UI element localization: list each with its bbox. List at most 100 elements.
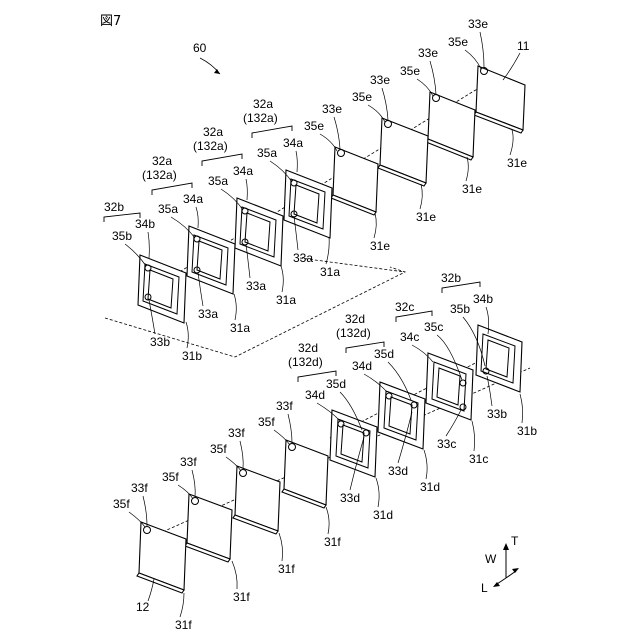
d1-paren: (132d) — [288, 355, 323, 369]
a1-paren: (132a) — [142, 168, 177, 182]
leader-e4-a — [480, 32, 484, 67]
a1-top: 32a — [152, 154, 172, 168]
f4-c: 31f — [278, 562, 295, 576]
leader-a3-l2 — [296, 151, 297, 172]
f1-a: 33f — [131, 481, 148, 495]
e1-a: 33e — [322, 102, 342, 116]
assembly-ref: 60 — [193, 41, 207, 55]
sheet-f-5 — [282, 440, 328, 508]
e3-b: 35e — [400, 64, 420, 78]
leader-e1-a — [334, 117, 340, 149]
leader-12 — [148, 579, 154, 601]
sheet-f-4 — [233, 466, 280, 534]
btop-l1: 35b — [112, 229, 132, 243]
a3-l1: 35a — [257, 146, 277, 160]
sheet-11 — [474, 66, 525, 133]
leader-btop-b2 — [186, 322, 188, 348]
ref-12: 12 — [136, 600, 150, 614]
a1-l1: 35a — [158, 202, 178, 216]
c-b2: 31c — [469, 452, 488, 466]
coil-layer-a-1 — [187, 226, 235, 294]
c-top: 32c — [395, 300, 414, 314]
bbot-b2: 31b — [517, 424, 537, 438]
d1-b2: 31d — [373, 508, 393, 522]
sheet-e-2 — [378, 118, 428, 186]
leader-f3-a — [192, 470, 195, 497]
a2-b2: 31a — [276, 293, 296, 307]
f5-c: 31f — [324, 535, 341, 549]
e1-c: 31e — [370, 239, 390, 253]
bbot-b1: 33b — [487, 407, 507, 421]
e4-b: 35e — [448, 35, 468, 49]
f3-a: 33f — [180, 455, 197, 469]
a2-l2: 34a — [233, 164, 253, 178]
coil-layer-d-1 — [330, 410, 377, 477]
leader-a2-l2 — [246, 179, 247, 200]
btop-l2: 34b — [135, 217, 155, 231]
a3-paren: (132a) — [243, 111, 278, 125]
a2-top: 32a — [203, 125, 223, 139]
assembly-arrowhead — [214, 69, 220, 74]
leader-f1-c — [180, 593, 184, 617]
c-b1: 33c — [437, 437, 456, 451]
sheet-12 — [137, 522, 186, 593]
figure-label: 図7 — [100, 14, 121, 29]
btop-b1: 33b — [150, 335, 170, 349]
d1-l2: 34d — [305, 388, 325, 402]
leader-btop-l2 — [148, 232, 149, 258]
leader-d2-b2 — [424, 450, 427, 479]
leader-f5-a — [288, 414, 292, 443]
e4-c: 31e — [507, 156, 527, 170]
leader-a1-l2 — [196, 207, 198, 228]
f3-c: 31f — [233, 590, 250, 604]
coil-layer-d-2 — [378, 382, 425, 449]
e2-b: 35e — [352, 90, 372, 104]
a1-b1: 33a — [198, 307, 218, 321]
a2-b1: 33a — [246, 279, 266, 293]
coil-layer-c — [426, 353, 473, 420]
e2-c: 31e — [416, 210, 436, 224]
e4-a: 33e — [468, 17, 488, 31]
leader-d1-b2 — [376, 478, 379, 507]
c-l1: 35c — [424, 320, 443, 334]
leader-f4-c — [279, 533, 283, 561]
e3-c: 31e — [462, 182, 482, 196]
a1-l2: 34a — [183, 192, 203, 206]
leader-e2-a — [382, 88, 388, 120]
a2-paren: (132a) — [193, 139, 228, 153]
sheet-e-1 — [331, 147, 378, 215]
e2-a: 33e — [370, 73, 390, 87]
f5-b: 35f — [258, 415, 275, 429]
leader-f1-a — [143, 496, 147, 526]
leader-f5-c — [326, 507, 329, 534]
coil-layer-a-2 — [235, 198, 283, 266]
f4-b: 35f — [210, 442, 227, 456]
axis-w: W — [485, 552, 497, 566]
bbot-l2: 34b — [473, 292, 493, 306]
leader-a3-b2 — [326, 237, 329, 264]
a3-b1: 33a — [293, 251, 313, 265]
axis-l: L — [481, 581, 488, 595]
f5-a: 33f — [276, 399, 293, 413]
f3-b: 35f — [162, 470, 179, 484]
leader-f3-c — [232, 561, 237, 589]
a2-l1: 35a — [208, 174, 228, 188]
f4-a: 33f — [228, 426, 245, 440]
btop-top: 32b — [104, 200, 124, 214]
d2-b2: 31d — [420, 480, 440, 494]
sheet-e-3 — [426, 92, 475, 160]
d1-b1: 33d — [340, 491, 360, 505]
c-l2: 34c — [400, 330, 419, 344]
d1-l1: 35d — [326, 377, 346, 391]
d2-b1: 33d — [388, 464, 408, 478]
leader-f4-a — [240, 441, 243, 469]
d2-top: 32d — [345, 312, 365, 326]
leader-11 — [503, 53, 520, 80]
leader-a1-b2 — [234, 294, 236, 320]
btop-b2: 31b — [182, 349, 202, 363]
d1-top: 32d — [298, 341, 318, 355]
leader-bbot-b2 — [520, 394, 523, 423]
bbot-l1: 35b — [450, 302, 470, 316]
